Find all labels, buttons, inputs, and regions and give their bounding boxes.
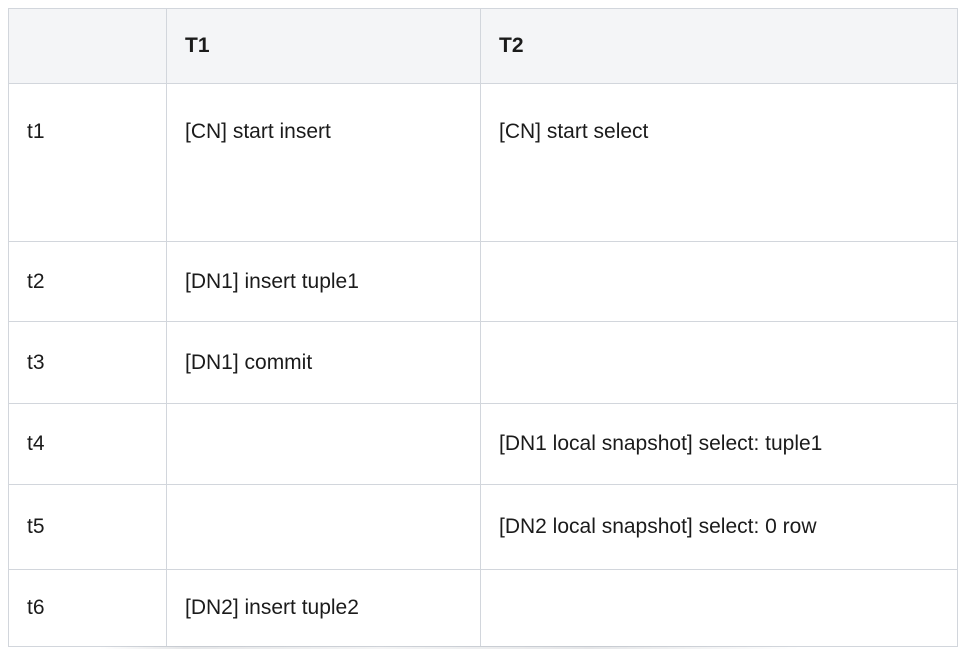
time-cell: t4 xyxy=(8,403,167,485)
t1-action-cell: [DN2] insert tuple2 xyxy=(166,569,481,647)
time-cell: t2 xyxy=(8,241,167,322)
table-row: t2 [DN1] insert tuple1 xyxy=(8,241,958,322)
t1-action-cell xyxy=(166,484,481,570)
t1-action-cell: [DN1] commit xyxy=(166,321,481,404)
column-header-time xyxy=(8,8,167,84)
table-header: T1 T2 xyxy=(8,8,958,84)
time-cell: t6 xyxy=(8,569,167,647)
t1-action-cell: [CN] start insert xyxy=(166,83,481,242)
t2-action-cell: [DN2 local snapshot] select: 0 row xyxy=(480,484,958,570)
table-row: t4 [DN1 local snapshot] select: tuple1 xyxy=(8,403,958,485)
transaction-timeline-table: T1 T2 t1 [CN] start insert [CN] start se… xyxy=(8,8,958,647)
t2-action-cell xyxy=(480,569,958,647)
column-header-t1: T1 xyxy=(166,8,481,84)
t1-action-cell: [DN1] insert tuple1 xyxy=(166,241,481,322)
cropped-content-artifact xyxy=(100,646,800,649)
t2-action-cell: [CN] start select xyxy=(480,83,958,242)
table-body: t1 [CN] start insert [CN] start select t… xyxy=(8,83,958,647)
table-row: t3 [DN1] commit xyxy=(8,321,958,404)
table-row: t6 [DN2] insert tuple2 xyxy=(8,569,958,647)
t2-action-cell xyxy=(480,321,958,404)
header-row: T1 T2 xyxy=(8,8,958,84)
t2-action-cell xyxy=(480,241,958,322)
time-cell: t3 xyxy=(8,321,167,404)
column-header-t2: T2 xyxy=(480,8,958,84)
t1-action-cell xyxy=(166,403,481,485)
t2-action-cell: [DN1 local snapshot] select: tuple1 xyxy=(480,403,958,485)
time-cell: t1 xyxy=(8,83,167,242)
time-cell: t5 xyxy=(8,484,167,570)
table-row: t1 [CN] start insert [CN] start select xyxy=(8,83,958,242)
table-row: t5 [DN2 local snapshot] select: 0 row xyxy=(8,484,958,570)
